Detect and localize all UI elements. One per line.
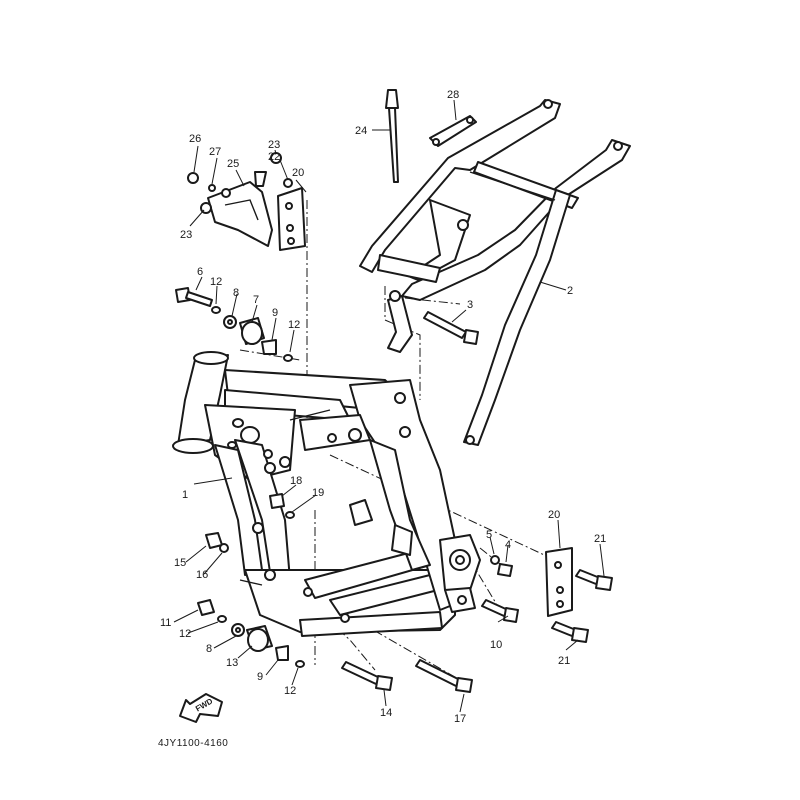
callout-12-upper-a: 12 — [210, 276, 222, 288]
callout-20-right: 20 — [548, 509, 560, 521]
callout-7: 7 — [253, 294, 259, 306]
callout-4: 4 — [505, 539, 511, 551]
top-mount-bracket — [187, 152, 306, 251]
collar-18-19 — [269, 493, 295, 519]
leader-lines — [173, 99, 605, 713]
lower-left-hardware — [197, 449, 305, 668]
callout-12-lower-b: 12 — [284, 685, 296, 697]
callout-12-lower-a: 12 — [179, 628, 191, 640]
callout-3: 3 — [467, 299, 473, 311]
callout-21-upper: 21 — [594, 533, 606, 545]
callout-10: 10 — [490, 639, 502, 651]
cable-tie-24 — [385, 89, 399, 183]
callout-18: 18 — [290, 475, 302, 487]
callout-9-upper: 9 — [272, 307, 278, 319]
callout-2: 2 — [567, 285, 573, 297]
diagram-code: 4JY1100-4160 — [158, 738, 228, 749]
callout-27: 27 — [209, 146, 221, 158]
callout-6: 6 — [197, 266, 203, 278]
callout-25: 25 — [227, 158, 239, 170]
callout-23-top: 23 — [268, 139, 280, 151]
callout-19: 19 — [312, 487, 324, 499]
callout-24: 24 — [355, 125, 367, 137]
callout-15: 15 — [174, 557, 186, 569]
bolt-17 — [415, 659, 473, 693]
callout-14: 14 — [380, 707, 392, 719]
main-frame — [172, 351, 481, 637]
bolt-3 — [423, 311, 479, 345]
callout-12-upper-b: 12 — [288, 319, 300, 331]
fwd-arrow-icon: FWD — [179, 693, 223, 723]
rear-subframe — [359, 99, 631, 446]
bracket-28 — [429, 115, 477, 147]
callout-26: 26 — [189, 133, 201, 145]
callout-1: 1 — [182, 489, 188, 501]
callout-21-lower: 21 — [558, 655, 570, 667]
callout-8-upper: 8 — [233, 287, 239, 299]
callout-28: 28 — [447, 89, 459, 101]
bolt-14 — [341, 661, 393, 691]
callout-17: 17 — [454, 713, 466, 725]
callout-22: 22 — [268, 151, 280, 163]
upper-mount-hardware — [175, 287, 293, 362]
callouts: 1 2 3 4 5 6 7 8 9 10 11 12 13 14 15 16 1… — [160, 89, 606, 725]
callout-9-lower: 9 — [257, 671, 263, 683]
right-hardware — [481, 555, 519, 623]
callout-8-lower: 8 — [206, 643, 212, 655]
callout-20-top: 20 — [292, 167, 304, 179]
callout-16: 16 — [196, 569, 208, 581]
callout-13: 13 — [226, 657, 238, 669]
callout-23-left: 23 — [180, 229, 192, 241]
callout-5: 5 — [486, 529, 492, 541]
right-mount-bracket — [545, 547, 613, 643]
callout-11: 11 — [160, 617, 171, 629]
